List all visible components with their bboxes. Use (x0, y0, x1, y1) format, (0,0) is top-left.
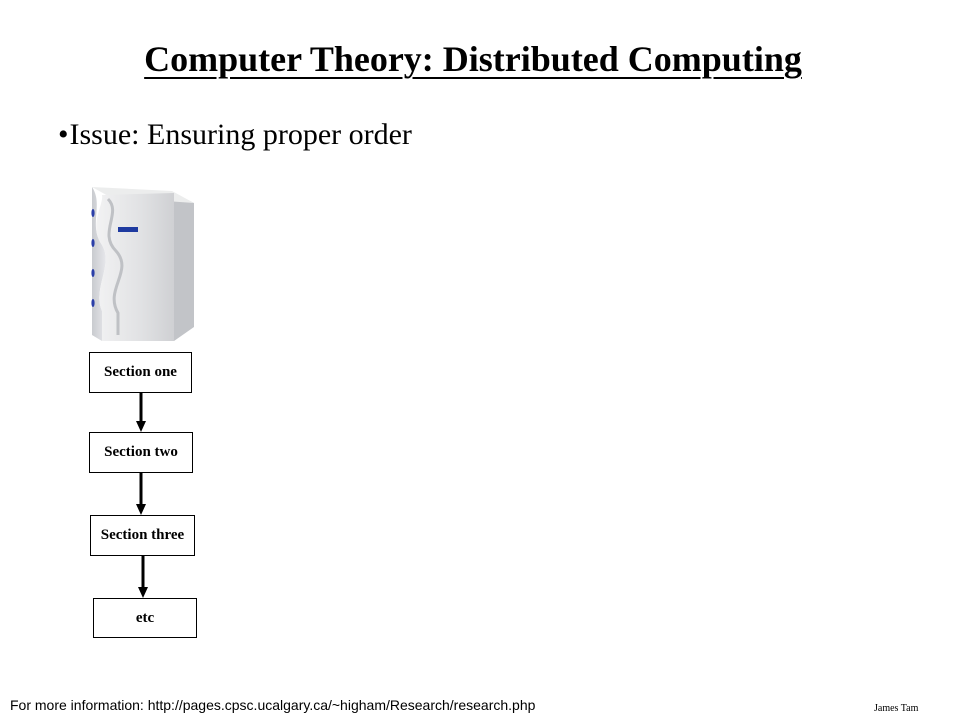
supercomputer-image (91, 187, 194, 341)
more-info-footer: For more information: http://pages.cpsc.… (10, 697, 536, 713)
cray-logo-icon (118, 227, 138, 232)
bullet-text: Issue: Ensuring proper order (69, 118, 412, 151)
down-arrow-icon (138, 556, 148, 598)
section-box-etc: etc (93, 598, 197, 638)
down-arrow-icon (136, 393, 146, 432)
down-arrow-icon (136, 473, 146, 515)
section-box-three: Section three (90, 515, 195, 556)
slide-title: Computer Theory: Distributed Computing (144, 39, 802, 79)
bullet-marker: • (58, 118, 69, 151)
bullet-point: •Issue: Ensuring proper order (58, 118, 412, 152)
section-box-two: Section two (89, 432, 193, 473)
section-box-one: Section one (89, 352, 192, 393)
author-name: James Tam (874, 703, 919, 714)
